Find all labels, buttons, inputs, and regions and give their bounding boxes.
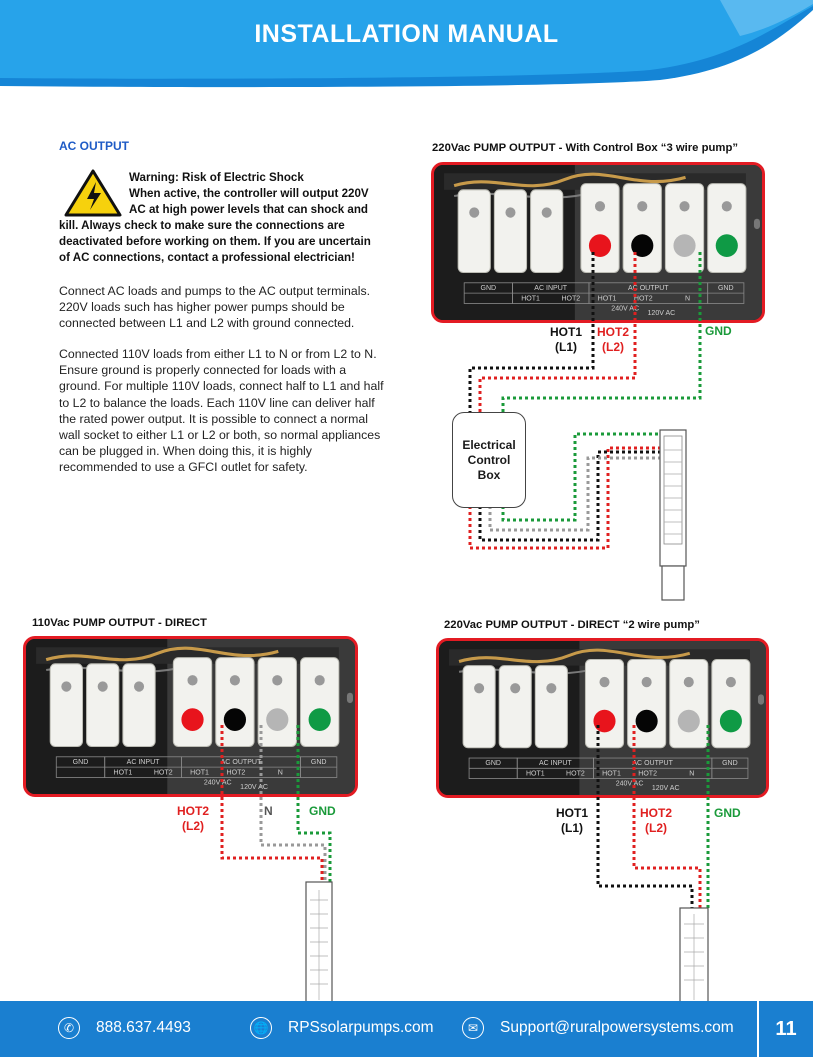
svg-text:GND: GND — [718, 284, 734, 292]
svg-text:AC OUTPUT: AC OUTPUT — [628, 284, 669, 292]
email-icon: ✉ — [462, 1017, 484, 1039]
pump-110v — [305, 881, 333, 1007]
svg-text:HOT2: HOT2 — [638, 769, 657, 777]
svg-text:N: N — [278, 768, 283, 776]
electrical-control-box: Electrical Control Box — [452, 412, 526, 508]
svg-text:240V AC: 240V AC — [204, 779, 232, 787]
wire-label-gnd: GND — [705, 324, 732, 338]
svg-text:120V AC: 120V AC — [648, 309, 676, 317]
diagram-title-2wire: 220Vac PUMP OUTPUT - DIRECT “2 wire pump… — [444, 619, 700, 631]
svg-text:AC INPUT: AC INPUT — [539, 759, 572, 767]
website-text: RPSsolarpumps.com — [288, 1019, 434, 1036]
phone-icon: ✆ — [58, 1017, 80, 1039]
paragraph-220v-loads: Connect AC loads and pumps to the AC out… — [59, 284, 371, 331]
warning-line: deactivated before working on them. If y… — [59, 235, 371, 248]
svg-text:HOT2: HOT2 — [634, 294, 653, 302]
svg-text:HOT1: HOT1 — [598, 294, 617, 302]
wire-label-gnd: GND — [714, 806, 741, 820]
svg-text:240V AC: 240V AC — [611, 305, 639, 313]
email-text: Support@ruralpowersystems.com — [500, 1019, 734, 1036]
footer-email[interactable]: ✉ Support@ruralpowersystems.com — [462, 1017, 734, 1039]
pump-3wire — [659, 429, 687, 601]
footer-website[interactable]: 🌐 RPSsolarpumps.com — [250, 1017, 434, 1039]
wire-label-hot2: HOT2(L2) — [177, 804, 210, 833]
svg-text:HOT2: HOT2 — [566, 769, 585, 777]
page-title: INSTALLATION MANUAL — [254, 20, 559, 48]
warning-line: of AC connections, contact a professiona… — [59, 251, 355, 264]
svg-text:HOT2: HOT2 — [154, 768, 173, 776]
svg-text:HOT2: HOT2 — [227, 768, 246, 776]
svg-text:AC OUTPUT: AC OUTPUT — [632, 759, 673, 767]
warning-heading: Warning: Risk of Electric Shock — [129, 171, 304, 184]
svg-text:GND: GND — [311, 758, 327, 766]
globe-icon: 🌐 — [250, 1017, 272, 1039]
svg-text:120V AC: 120V AC — [240, 783, 268, 791]
diagram-title-3wire: 220Vac PUMP OUTPUT - With Control Box “3… — [432, 142, 739, 154]
svg-text:HOT2: HOT2 — [561, 294, 580, 302]
wire-label-n: N — [264, 804, 273, 818]
terminal-panel-3wire: GND AC INPUT AC OUTPUT GND HOT1 HOT2 HOT1 HOT2 N… — [431, 162, 765, 323]
svg-text:GND: GND — [73, 758, 89, 766]
svg-text:N: N — [685, 294, 690, 302]
terminal-panel-110v: GND AC INPUT AC OUTPUT GND HOT1 HOT2 HOT1 HOT2 N… — [23, 636, 358, 797]
svg-text:GND: GND — [481, 284, 497, 292]
svg-text:120V AC: 120V AC — [652, 784, 680, 792]
terminal-panel-2wire: GND AC INPUT AC OUTPUT GND HOT1 HOT2 HOT1 HOT2 N… — [436, 638, 769, 798]
svg-text:AC OUTPUT: AC OUTPUT — [221, 758, 262, 766]
footer-phone[interactable]: ✆ 888.637.4493 — [58, 1017, 191, 1039]
svg-text:HOT1: HOT1 — [521, 294, 540, 302]
warning-line: When active, the controller will output … — [129, 187, 369, 200]
paragraph-110v-loads: Connected 110V loads from either L1 to N… — [59, 347, 384, 475]
svg-text:AC INPUT: AC INPUT — [534, 284, 567, 292]
footer: ✆ 888.637.4493 🌐 RPSsolarpumps.com ✉ Sup… — [0, 1001, 813, 1057]
section-title: AC OUTPUT — [59, 139, 129, 153]
header-banner — [0, 0, 813, 88]
svg-text:N: N — [689, 769, 694, 777]
wire-label-hot1: HOT1(L1) — [550, 325, 583, 354]
wire-label-hot1: HOT1(L1) — [556, 806, 589, 835]
diagram-title-110v-direct: 110Vac PUMP OUTPUT - DIRECT — [32, 617, 207, 629]
svg-text:HOT1: HOT1 — [602, 769, 621, 777]
svg-text:AC INPUT: AC INPUT — [127, 758, 160, 766]
wire-label-hot2: HOT2(L2) — [640, 806, 673, 835]
warning-line: kill. Always check to make sure the conn… — [59, 219, 345, 232]
wire-label-gnd: GND — [309, 804, 336, 818]
wire-label-hot2: HOT2(L2) — [597, 325, 630, 354]
svg-text:GND: GND — [485, 759, 501, 767]
warning-line: AC at high power levels that can shock a… — [129, 203, 369, 216]
svg-text:HOT1: HOT1 — [526, 769, 545, 777]
svg-text:HOT1: HOT1 — [190, 768, 209, 776]
warning-triangle-icon — [64, 169, 122, 217]
phone-text: 888.637.4493 — [96, 1019, 191, 1036]
pump-2wire — [679, 907, 709, 1009]
svg-text:GND: GND — [722, 759, 738, 767]
svg-text:HOT1: HOT1 — [113, 768, 132, 776]
page-number: 11 — [757, 1001, 813, 1057]
svg-text:240V AC: 240V AC — [616, 780, 644, 788]
